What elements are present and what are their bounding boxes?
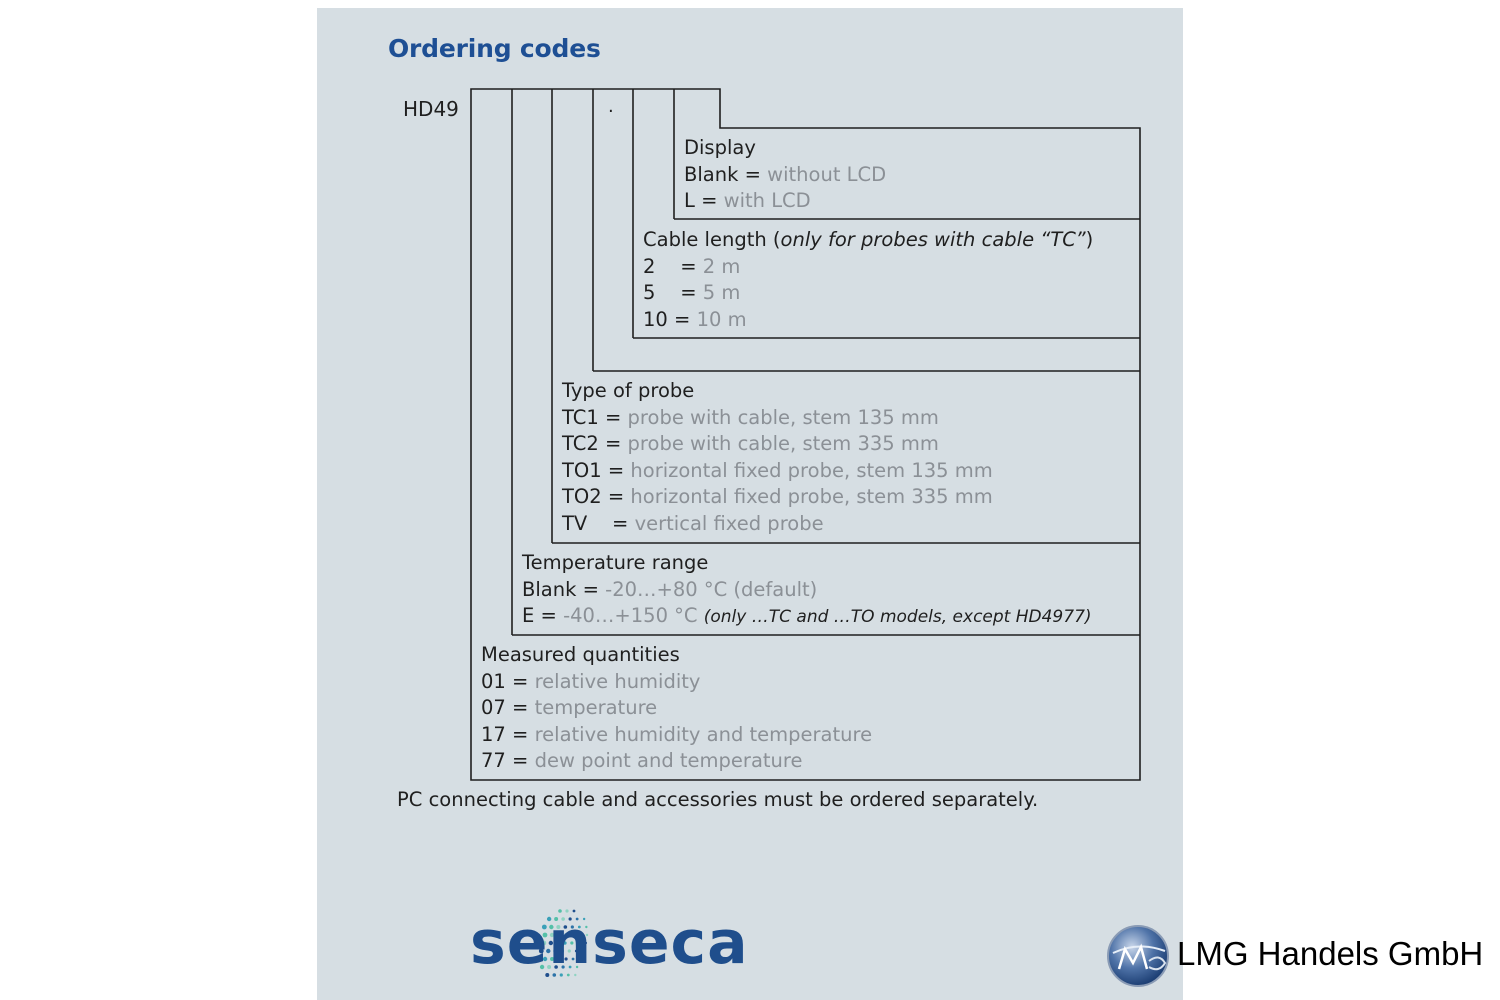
globe-dot <box>574 973 577 977</box>
globe-dot <box>577 941 581 945</box>
globe-dot <box>567 949 571 953</box>
measured-quantity-option: 77 = dew point and temperature <box>481 749 803 773</box>
globe-dot <box>570 925 574 929</box>
probe-type-title: Type of probe <box>562 379 695 402</box>
globe-dot <box>557 957 561 961</box>
globe-dot <box>563 925 568 929</box>
measured-quantity-option: 17 = relative humidity and temperature <box>481 722 873 746</box>
measured-quantity-option: 01 = relative humidity <box>481 669 701 693</box>
globe-dot <box>556 933 561 937</box>
globe-dot <box>558 909 562 913</box>
globe-dot <box>541 940 547 946</box>
temperature-range-title: Temperature range <box>522 551 709 574</box>
measured-quantities-title: Measured quantities <box>481 643 680 666</box>
globe-dot <box>550 957 555 961</box>
datasheet-panel <box>317 8 1183 1000</box>
globe-dot <box>582 917 586 921</box>
globe-dot <box>574 949 578 953</box>
globe-dot <box>539 964 545 970</box>
globe-dot <box>564 957 568 961</box>
globe-dot <box>541 924 547 930</box>
globe-dot <box>582 949 585 953</box>
globe-dot <box>552 973 557 977</box>
probe-type-option: TC2 = probe with cable, stem 335 mm <box>562 432 939 456</box>
globe-dot <box>545 973 550 977</box>
globe-dot <box>554 917 559 921</box>
globe-dot <box>554 965 558 969</box>
temperature-range-block: Temperature range Blank = -20…+80 °C (de… <box>522 550 1092 631</box>
globe-dot <box>578 933 582 937</box>
brand-name: senseca <box>470 908 749 978</box>
globe-dot <box>570 941 574 945</box>
cable-length-block: Cable length (only for probes with cable… <box>643 227 1093 333</box>
globe-dot <box>538 948 544 954</box>
slot-top-line <box>470 88 1141 781</box>
globe-dot <box>575 965 579 969</box>
code-separator: . <box>608 96 614 117</box>
globe-dot <box>561 917 565 921</box>
measured-quantity-option: 07 = temperature <box>481 696 658 720</box>
globe-dot <box>571 933 575 937</box>
globe-dot <box>568 965 572 969</box>
cable-length-title: Cable length (only for probes with cable… <box>643 228 1094 251</box>
globe-dot <box>535 956 541 962</box>
cable-length-option: 10 = 10 m <box>643 307 747 331</box>
globe-dot <box>548 940 554 946</box>
cable-length-option: 5 = 5 m <box>643 281 741 305</box>
temperature-range-option: Blank = -20…+80 °C (default) <box>522 577 818 601</box>
globe-dot <box>555 941 560 945</box>
watermark-text: LMG Handels GmbH <box>1177 935 1484 972</box>
globe-dot <box>560 949 565 953</box>
globe-dot <box>564 933 568 937</box>
probe-type-option: TO1 = horizontal fixed probe, stem 135 m… <box>562 458 993 482</box>
globe-dot <box>553 949 558 953</box>
probe-type-block: Type of probe TC1 = probe with cable, st… <box>562 378 993 538</box>
globe-dot <box>568 917 572 921</box>
globe-dot <box>546 916 552 922</box>
measured-quantities-block: Measured quantities 01 = relative humidi… <box>481 642 872 775</box>
globe-dot <box>549 932 555 938</box>
globe-dot <box>563 941 567 945</box>
page-title: Ordering codes <box>388 34 601 63</box>
globe-dot <box>559 973 563 977</box>
globe-dot <box>546 948 551 954</box>
globe-dot <box>584 941 588 945</box>
globe-dot <box>577 925 581 929</box>
globe-dot <box>585 925 588 929</box>
display-block: Display Blank = without LCD L = with LCD <box>684 135 886 215</box>
temperature-range-option: E = -40…+150 °C (only …TC and …TO models… <box>522 604 1092 628</box>
globe-dot <box>571 957 575 961</box>
probe-type-option: TC1 = probe with cable, stem 135 mm <box>562 405 939 429</box>
display-option: L = with LCD <box>684 189 811 213</box>
lmg-globe-logo <box>1107 925 1169 987</box>
display-option: Blank = without LCD <box>684 162 887 186</box>
globe-dot <box>547 965 552 969</box>
footnote: PC connecting cable and accessories must… <box>397 788 1039 811</box>
dotted-globe-icon <box>535 909 589 977</box>
globe-dot <box>585 933 589 937</box>
globe-dot <box>561 965 565 969</box>
globe-dot <box>575 917 579 921</box>
probe-type-option: TV = vertical fixed probe <box>562 511 824 535</box>
code-prefix: HD49 <box>403 97 459 121</box>
globe-dot <box>549 924 554 930</box>
globe-dot <box>566 973 570 977</box>
probe-type-option: TO2 = horizontal fixed probe, stem 335 m… <box>562 485 993 509</box>
globe-dot <box>542 932 548 938</box>
cable-length-option: 2 = 2 m <box>643 254 741 278</box>
globe-dot <box>565 909 569 913</box>
globe-dot <box>556 925 561 929</box>
display-title: Display <box>684 136 756 159</box>
globe-dot <box>542 956 548 962</box>
globe-dot <box>578 957 582 961</box>
globe-dot <box>572 909 576 913</box>
